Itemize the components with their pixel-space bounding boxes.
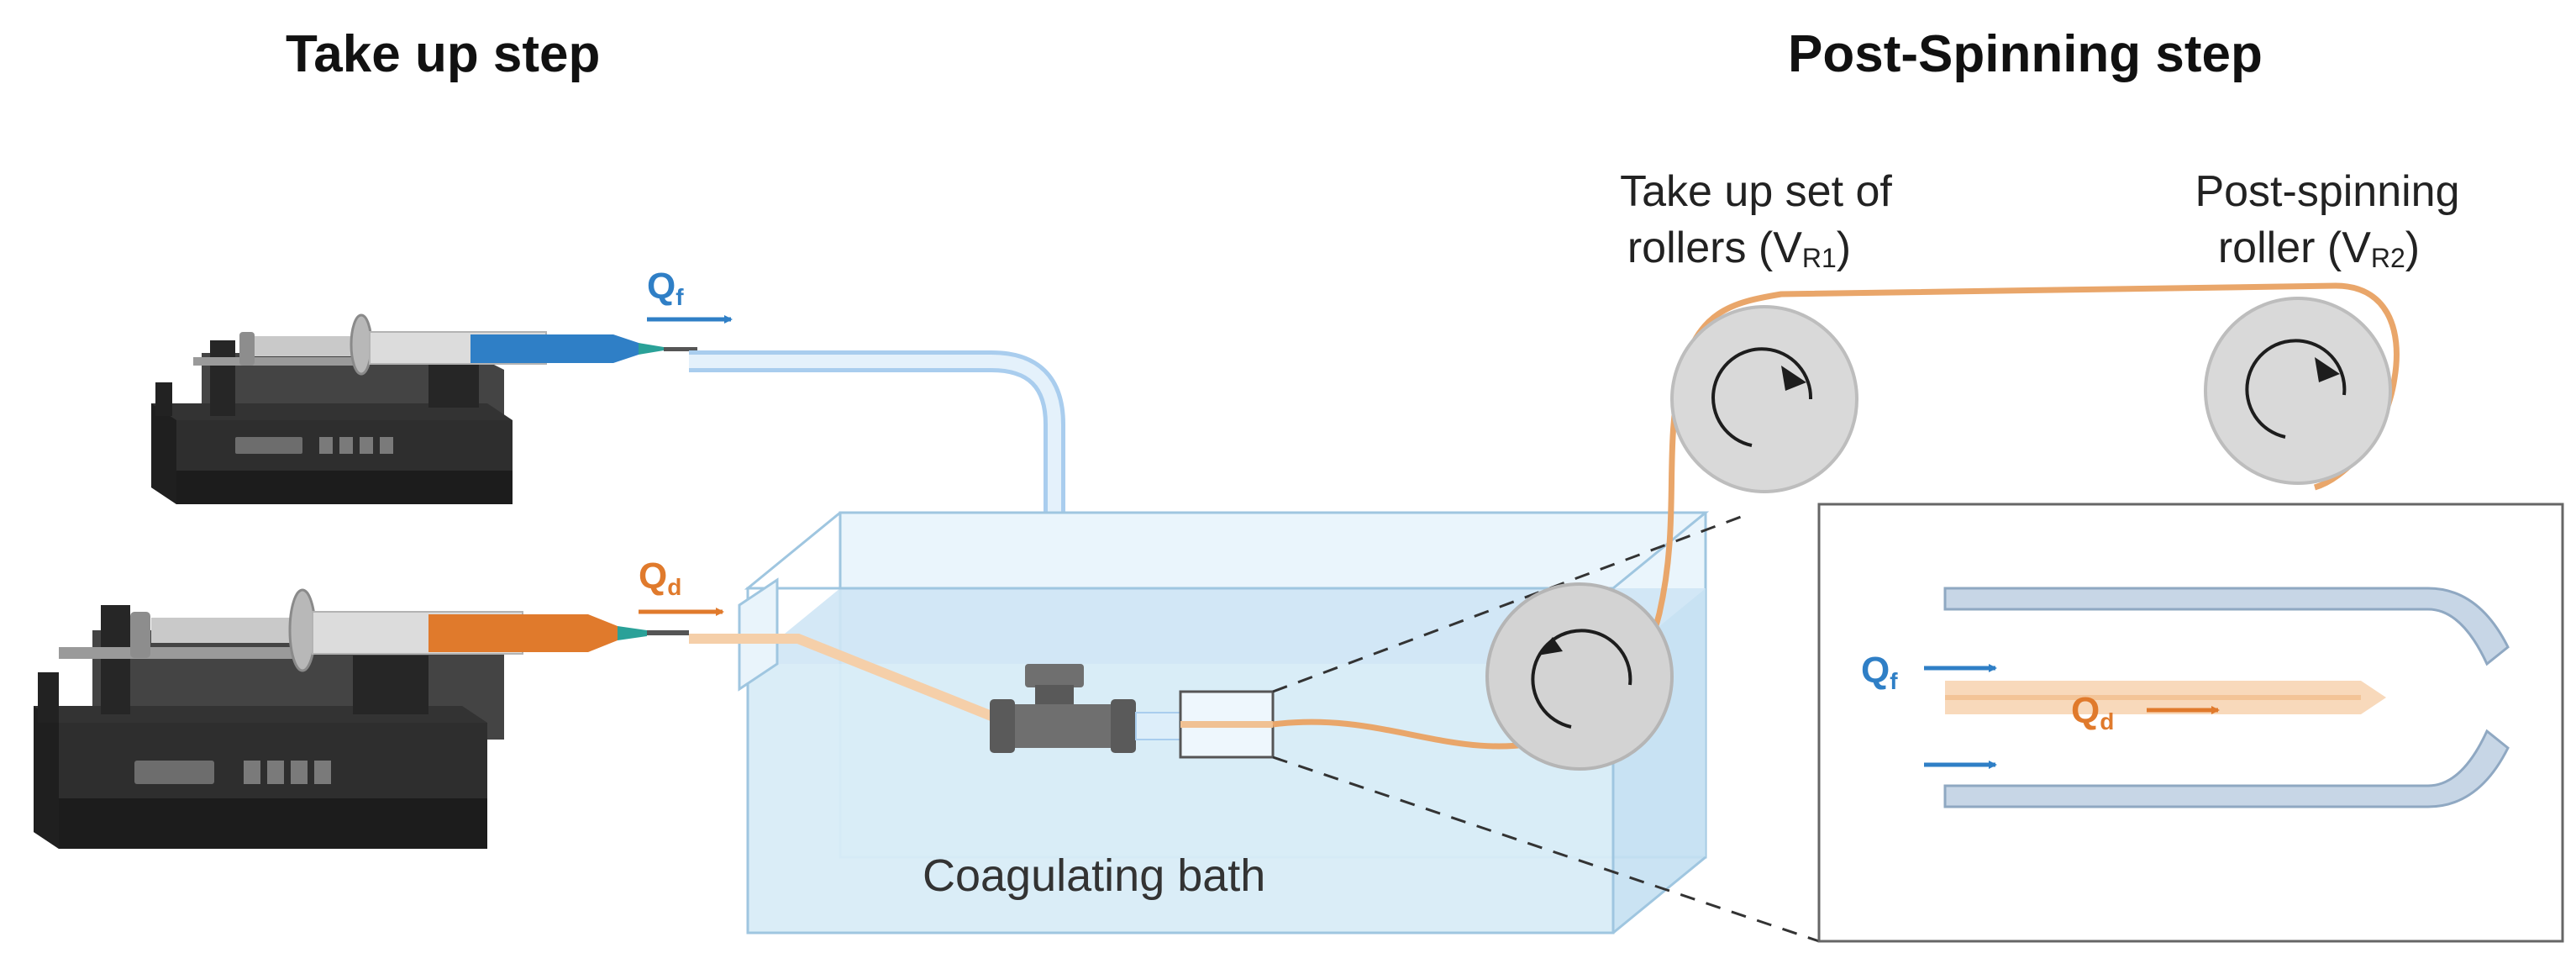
flow-label-fiber: Qf [647, 266, 733, 324]
syringe-pump-fiber [151, 313, 697, 504]
syringe-pump-dope [34, 588, 689, 849]
svg-text:Post-spinning: Post-spinning [2195, 167, 2459, 216]
tee-connector [990, 664, 1136, 753]
svg-text:rollers (VR1): rollers (VR1) [1627, 224, 1851, 273]
svg-text:Qf: Qf [647, 266, 684, 310]
flow-label-dope: Qd [639, 555, 724, 616]
post-spinning-roller-label: Post-spinning roller (VR2) [2195, 167, 2459, 273]
take-up-rollers-label: Take up set of rollers (VR1) [1620, 167, 1892, 273]
coagulating-bath-label: Coagulating bath [923, 850, 1265, 901]
dope-line [689, 634, 1011, 728]
take-up-roller [1670, 305, 1858, 493]
spinneret-inset: Qf Qd [1817, 503, 2564, 943]
post-spinning-step-heading: Post-Spinning step [1788, 25, 2263, 83]
post-spinning-roller [2204, 297, 2392, 485]
take-up-step-heading: Take up step [286, 25, 600, 83]
svg-text:Qd: Qd [639, 555, 681, 600]
roller-bath [1485, 582, 1674, 771]
svg-text:roller (VR2): roller (VR2) [2218, 224, 2420, 273]
inset-flow-label-dope: Qd [2071, 690, 2114, 734]
inset-flow-label-fiber: Qf [1861, 650, 1898, 694]
svg-text:Take up set of: Take up set of [1620, 167, 1892, 216]
